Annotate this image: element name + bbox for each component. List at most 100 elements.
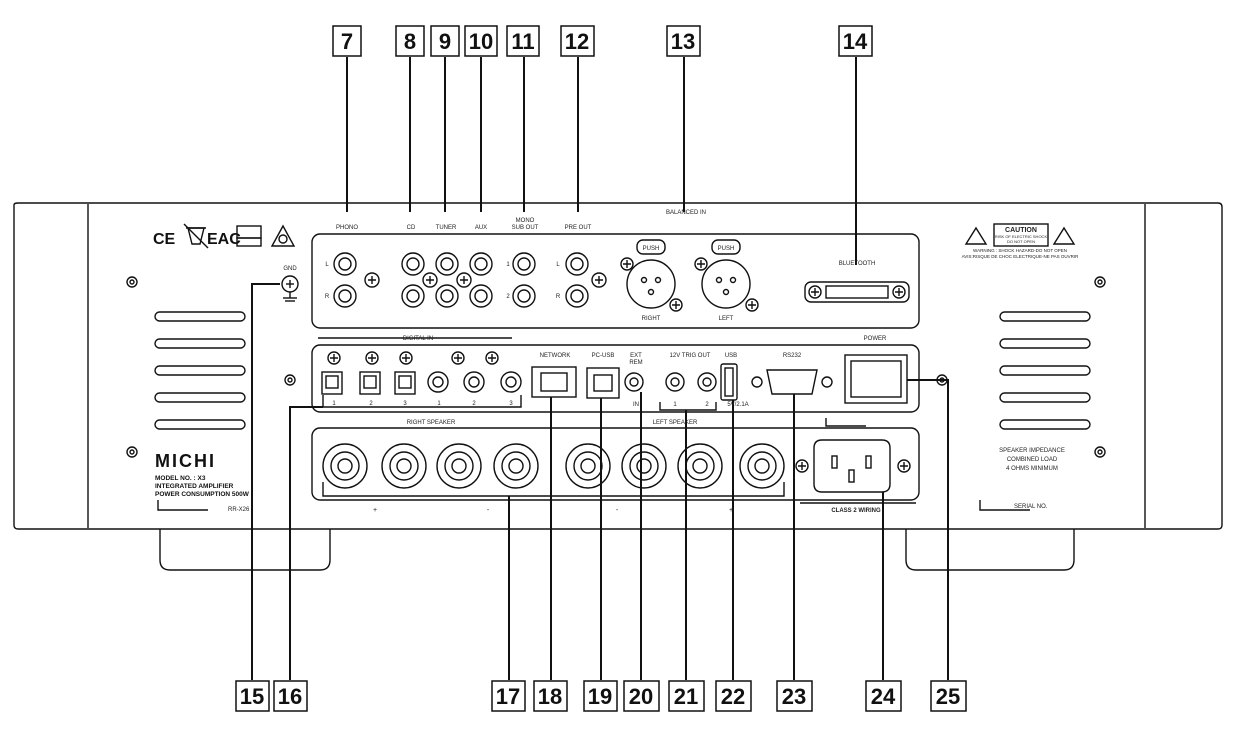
left-speaker-terminals[interactable] xyxy=(565,443,785,489)
pre-out-jacks[interactable] xyxy=(565,252,607,308)
label-pre-r: R xyxy=(556,294,561,300)
model-underline xyxy=(157,500,208,511)
ce-mark: CE xyxy=(153,231,176,248)
usb-port[interactable] xyxy=(720,363,738,401)
optical-inputs[interactable] xyxy=(321,351,416,395)
balanced-in-left-xlr[interactable] xyxy=(694,239,759,312)
callout-box-21 xyxy=(668,680,705,712)
callout-box-7 xyxy=(332,25,362,57)
logo-badge-icon xyxy=(236,225,262,247)
label-phono: PHONO xyxy=(336,225,358,231)
label-phono-r: R xyxy=(325,294,330,300)
label-rs232: RS232 xyxy=(783,353,802,359)
callout-16: 16 xyxy=(278,684,302,709)
label-power: POWER xyxy=(864,336,887,342)
ground-terminal[interactable] xyxy=(281,275,299,302)
vent-grille-left xyxy=(154,311,246,430)
coaxial-inputs[interactable] xyxy=(427,351,522,393)
speaker-bracket xyxy=(322,482,785,497)
rs232-port[interactable] xyxy=(751,369,833,395)
callout-box-11 xyxy=(506,25,540,57)
callout-box-9 xyxy=(430,25,460,57)
callout-box-25 xyxy=(930,680,967,712)
impedance-line-1: SPEAKER IMPEDANCE xyxy=(999,448,1065,454)
callout-box-19 xyxy=(583,680,618,712)
network-port[interactable] xyxy=(531,366,577,398)
impedance-line-2: COMBINED LOAD xyxy=(1007,457,1058,463)
caution-sub-1: RISK OF ELECTRIC SHOCK xyxy=(995,234,1048,239)
serial-underline xyxy=(979,500,1030,511)
label-plus-1: + xyxy=(373,507,377,514)
chassis-outline xyxy=(13,202,1223,530)
callout-24: 24 xyxy=(871,684,896,709)
label-sub-2: 2 xyxy=(506,294,510,300)
balanced-in-right-xlr[interactable] xyxy=(620,239,683,312)
digital-io-panel xyxy=(311,344,920,413)
label-optical-1: 1 xyxy=(332,401,336,407)
label-pre-l: L xyxy=(556,262,560,268)
mono-sub-out-jacks[interactable] xyxy=(512,252,536,308)
right-speaker-terminals[interactable] xyxy=(322,443,539,489)
bluetooth-module[interactable] xyxy=(804,281,910,303)
callout-box-23 xyxy=(776,680,813,712)
network-port-inner xyxy=(540,372,568,392)
label-cd: CD xyxy=(407,225,416,231)
serial-number-label: SERIAL NO. xyxy=(1014,504,1048,510)
ref-code: RR-X26 xyxy=(228,507,250,513)
callout-12: 12 xyxy=(565,29,589,54)
warning-triangle-icon xyxy=(964,226,1076,245)
callout-10: 10 xyxy=(469,29,493,54)
callout-23: 23 xyxy=(782,684,806,709)
callout-25: 25 xyxy=(936,684,960,709)
foot-left xyxy=(159,529,331,571)
label-right-speaker: RIGHT SPEAKER xyxy=(407,420,456,426)
callout-box-14 xyxy=(838,25,873,57)
label-balanced-in: BALANCED IN xyxy=(666,210,706,216)
pc-usb-port[interactable] xyxy=(586,367,620,399)
model-number: MODEL NO. : X3 xyxy=(155,475,206,482)
label-trig-1: 1 xyxy=(673,402,677,408)
cd-tuner-aux-jacks[interactable] xyxy=(401,252,493,308)
caution-title: CAUTION xyxy=(1005,227,1037,234)
callout-9: 9 xyxy=(439,29,451,54)
label-sub-out: SUB OUT xyxy=(512,225,539,231)
label-sub-1: 1 xyxy=(506,262,510,268)
label-usb-rating: 5V/2.1A xyxy=(727,402,748,408)
callout-22: 22 xyxy=(721,684,745,709)
label-trig-out: 12V TRIG OUT xyxy=(670,353,711,359)
digital-in-bracket xyxy=(322,395,522,408)
callout-17: 17 xyxy=(496,684,520,709)
callout-box-12 xyxy=(560,25,595,57)
speaker-terminal-panel xyxy=(311,427,920,501)
brand-logo: MICHI xyxy=(155,451,216,471)
trigger-out-jacks[interactable] xyxy=(665,372,717,392)
trigger-bracket xyxy=(659,402,717,411)
label-left-speaker: LEFT SPEAKER xyxy=(653,420,698,426)
label-minus-1: - xyxy=(487,507,490,514)
power-switch[interactable] xyxy=(844,354,908,404)
label-coax-1: 1 xyxy=(437,401,441,407)
callout-20: 20 xyxy=(629,684,653,709)
vent-grille-right xyxy=(999,311,1091,430)
callout-box-18 xyxy=(533,680,568,712)
label-mono: MONO xyxy=(516,218,535,224)
label-phono-l: L xyxy=(325,262,329,268)
label-gnd: GND xyxy=(283,266,297,272)
power-consumption: POWER CONSUMPTION 500W xyxy=(155,491,250,498)
callout-8: 8 xyxy=(404,29,416,54)
label-pre-out: PRE OUT xyxy=(565,225,592,231)
label-aux: AUX xyxy=(475,225,487,231)
label-tuner: TUNER xyxy=(436,225,457,231)
callout-box-10 xyxy=(464,25,498,57)
warning-text: WARNING : SHOCK HAZARD-DO NOT OPEN xyxy=(973,248,1067,253)
phono-jacks[interactable] xyxy=(333,252,380,308)
caution-sub-2: DO NOT OPEN xyxy=(1007,239,1035,244)
callout-11: 11 xyxy=(511,29,534,54)
callout-7: 7 xyxy=(341,29,353,54)
label-bluetooth: BLUETOOTH xyxy=(839,261,876,267)
callout-box-8 xyxy=(395,25,425,57)
ac-power-inlet[interactable] xyxy=(795,439,911,493)
ext-rem-jack[interactable] xyxy=(624,372,644,392)
impedance-line-3: 4 OHMS MINIMUM xyxy=(1006,466,1058,472)
